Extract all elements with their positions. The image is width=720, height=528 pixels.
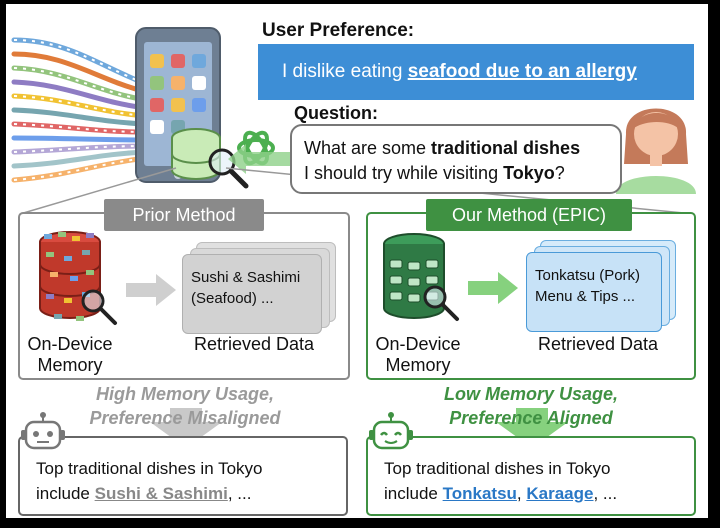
ours-robot-icon (369, 412, 413, 450)
user-preference-bar: I dislike eating seafood due to an aller… (258, 44, 694, 100)
prior-card-line1: Sushi & Sashimi (191, 269, 301, 286)
prior-answer-highlight: Sushi & Sashimi (94, 484, 228, 503)
ours-answer-sep: , (516, 484, 527, 503)
phone-database-icon (171, 128, 221, 180)
ours-down-arrow (496, 408, 568, 448)
prior-retrieved-card: Sushi & Sashimi (Seafood) ... (182, 254, 322, 334)
prior-answer-suffix: , ... (227, 484, 252, 503)
prior-answer-box: Top traditional dishes in Tokyo include … (18, 436, 348, 516)
ours-memory-caption-line1: On-Device (375, 334, 461, 354)
query-arrow (228, 144, 296, 174)
question-highlight-tokyo: Tokyo (503, 163, 555, 183)
ours-answer-line1: Top traditional dishes in Tokyo (384, 459, 611, 478)
question-text: What are some (304, 138, 432, 158)
prior-memory-caption-line1: On-Device (27, 334, 113, 354)
prior-answer-line1: Top traditional dishes in Tokyo (36, 459, 263, 478)
figure-canvas: User Preference: I dislike eating seafoo… (6, 4, 708, 518)
ours-retrieved-card: Tonkatsu (Pork) Menu & Tips ... (526, 252, 662, 332)
prior-arrow-icon (126, 274, 176, 306)
prior-memory-caption: On-Device Memory (20, 334, 120, 376)
ours-answer-prefix: include (384, 484, 443, 503)
question-text-2: I should try while visiting (304, 163, 504, 183)
ours-card-line2: Menu & Tips ... (535, 288, 636, 305)
ours-outcome-line2: Preference Aligned (449, 408, 613, 428)
user-preference-label: User Preference: (262, 20, 415, 41)
question-label: Question: (294, 103, 378, 123)
ours-answer-highlight-tonkatsu: Tonkatsu (442, 484, 517, 503)
prior-answer-line2: include Sushi & Sashimi, ... (36, 481, 346, 506)
ours-answer-suffix: , ... (593, 484, 618, 503)
preference-text: I dislike eating (282, 61, 408, 82)
question-bubble: What are some traditional dishes I shoul… (290, 124, 622, 194)
prior-outcome-line2: Preference Misaligned (89, 408, 281, 428)
prior-robot-icon (21, 412, 65, 450)
prior-answer-prefix: include (36, 484, 95, 503)
data-streams-graphic (11, 37, 149, 183)
ours-outcome-label: Low Memory Usage, Preference Aligned (372, 382, 690, 430)
user-avatar (616, 108, 696, 194)
prior-down-arrow (150, 408, 222, 448)
prior-card-line2: (Seafood) ... (191, 290, 274, 307)
prior-outcome-label: High Memory Usage, Preference Misaligned (26, 382, 344, 430)
prior-magnifier-icon (81, 289, 117, 325)
ours-card-line1: Tonkatsu (Pork) (535, 267, 641, 284)
prior-outcome-line1: High Memory Usage, (95, 384, 275, 404)
ours-answer-highlight-karaage: Karaage (526, 484, 594, 503)
ours-retrieved-caption: Retrieved Data (537, 334, 659, 354)
ours-answer-box: Top traditional dishes in Tokyo include … (366, 436, 696, 516)
ours-arrow-icon (468, 272, 518, 304)
our-method-tab: Our Method (EPIC) (426, 199, 632, 231)
question-mark: ? (554, 163, 565, 183)
ours-answer-line2: include Tonkatsu, Karaage, ... (384, 481, 694, 506)
ours-magnifier-icon (423, 285, 459, 321)
ours-outcome-line1: Low Memory Usage, (443, 384, 619, 404)
prior-retrieved-caption: Retrieved Data (193, 334, 315, 354)
prior-memory-caption-line2: Memory (37, 355, 103, 375)
question-highlight-dishes: traditional dishes (431, 138, 581, 158)
ours-memory-caption: On-Device Memory (366, 334, 470, 376)
ours-memory-caption-line2: Memory (385, 355, 451, 375)
prior-method-tab: Prior Method (104, 199, 264, 231)
preference-highlight: seafood due to an allergy (407, 61, 637, 82)
